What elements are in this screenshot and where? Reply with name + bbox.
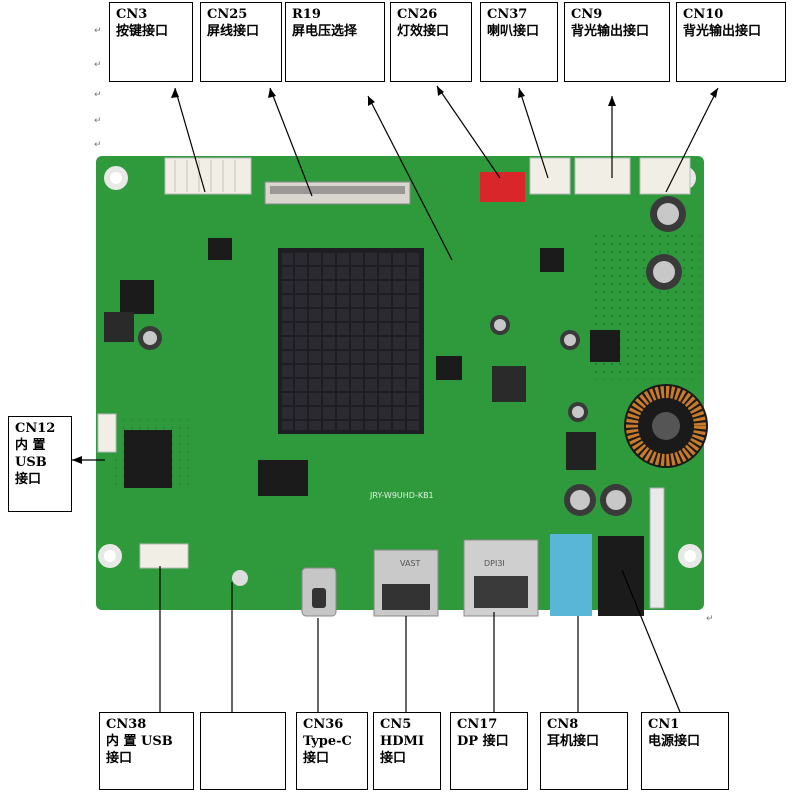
label-code: R19	[292, 7, 321, 22]
inductor	[566, 432, 596, 470]
label-code: CN3	[116, 7, 148, 22]
chip	[436, 356, 462, 380]
label-cn26: CN26 灯效接口	[390, 2, 472, 82]
label-empty	[200, 712, 286, 790]
label-desc: 屏电压选择	[292, 24, 358, 39]
label-desc: 按键接口	[116, 24, 169, 39]
label-line3: 接口	[15, 472, 42, 487]
cn10-connector	[639, 157, 691, 195]
para-mark: ↵	[94, 140, 102, 150]
label-line2: 接口	[106, 751, 133, 766]
label-cn10: CN10 背光输出接口	[676, 2, 786, 82]
chip	[120, 280, 154, 314]
label-line2: 接口	[303, 751, 330, 766]
label-desc: 灯效接口	[397, 24, 450, 39]
label-code: CN10	[683, 7, 724, 22]
toroid-inductor	[624, 384, 708, 468]
label-cn1: CN1 电源接口	[641, 712, 729, 790]
label-cn9: CN9 背光输出接口	[564, 2, 670, 82]
inductor	[104, 312, 134, 342]
chip	[258, 460, 308, 496]
svg-text:VAST: VAST	[400, 559, 421, 568]
cn1-power-jack	[598, 536, 644, 616]
label-desc: 背光输出接口	[683, 24, 762, 39]
label-code: CN9	[571, 7, 603, 22]
label-code: CN37	[487, 7, 528, 22]
label-line2: USB	[15, 455, 47, 470]
chip	[540, 248, 564, 272]
cn8-headphone-jack	[550, 534, 592, 616]
para-mark: ↵	[94, 90, 102, 100]
cn37-connector	[529, 157, 571, 195]
inductor	[492, 366, 526, 402]
label-cn12: CN12 内 置 USB 接口	[8, 416, 72, 512]
para-mark: ↵	[94, 26, 102, 36]
leader-lines	[72, 85, 719, 713]
para-mark: ↵	[94, 60, 102, 70]
label-cn3: CN3 按键接口	[109, 2, 193, 82]
label-cn25: CN25 屏线接口	[200, 2, 282, 82]
chip	[590, 330, 620, 362]
para-mark: ↵	[706, 614, 714, 624]
label-line1: HDMI	[380, 734, 425, 749]
label-line1: 电源接口	[648, 734, 701, 749]
capacitors	[138, 196, 686, 516]
label-code: CN5	[380, 717, 412, 732]
label-desc: 背光输出接口	[571, 24, 650, 39]
label-line1: 内 置	[15, 438, 46, 453]
label-cn17: CN17 DP 接口	[450, 712, 528, 790]
label-cn38: CN38 内 置 USB 接口	[99, 712, 194, 790]
cn38-connector	[139, 543, 189, 569]
chip	[124, 430, 172, 488]
svg-text:JRY-W9UHD-KB1: JRY-W9UHD-KB1	[369, 491, 434, 500]
label-code: CN36	[303, 717, 344, 732]
label-code: CN25	[207, 7, 248, 22]
led	[232, 570, 248, 586]
cn26-red-connector	[480, 172, 525, 202]
arrowheads	[72, 86, 718, 464]
para-mark: ↵	[94, 116, 102, 126]
label-desc: 屏线接口	[207, 24, 260, 39]
chip	[208, 238, 232, 260]
label-line1: 耳机接口	[547, 734, 600, 749]
svg-text:DPI3I: DPI3I	[484, 559, 505, 568]
cn9-connector	[574, 157, 631, 195]
label-line2: 接口	[380, 751, 407, 766]
label-cn36: CN36 Type-C 接口	[296, 712, 368, 790]
label-cn5: CN5 HDMI 接口	[373, 712, 441, 790]
label-code: CN8	[547, 717, 579, 732]
label-line1: Type-C	[303, 734, 352, 749]
label-code: CN38	[106, 717, 147, 732]
label-line1: 内 置 USB	[106, 734, 173, 749]
label-code: CN1	[648, 717, 680, 732]
label-cn37: CN37 喇叭接口	[480, 2, 558, 82]
cn3-connector	[164, 157, 252, 195]
label-line1: DP 接口	[457, 734, 509, 749]
label-r19: R19 屏电压选择	[285, 2, 385, 82]
label-desc: 喇叭接口	[487, 24, 540, 39]
label-code: CN17	[457, 717, 498, 732]
cn12-connector	[97, 413, 117, 453]
label-code: CN26	[397, 7, 438, 22]
label-code: CN12	[15, 421, 56, 436]
label-cn8: CN8 耳机接口	[540, 712, 628, 790]
